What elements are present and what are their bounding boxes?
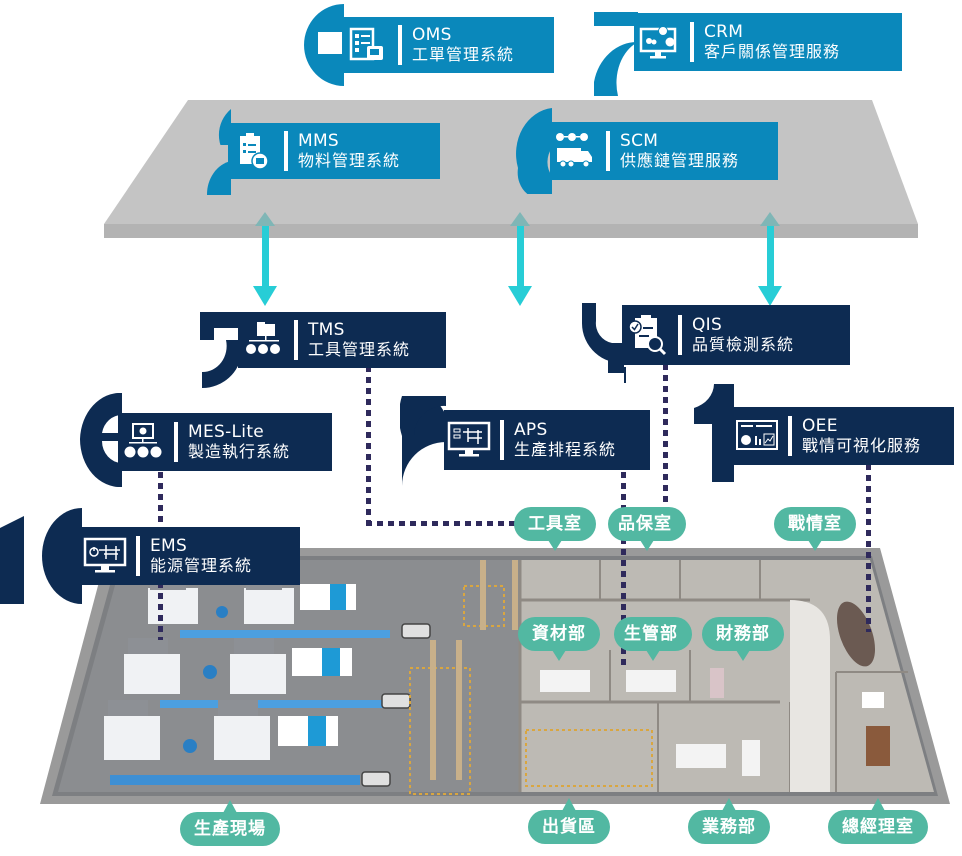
material-clipboard-icon — [228, 130, 278, 172]
system-code: QIS — [692, 315, 723, 336]
factory-floor — [40, 548, 950, 804]
card-tms[interactable]: TMS 工具管理系統 — [238, 312, 446, 368]
system-code: MMS — [298, 131, 340, 152]
location-label: 財務部 — [716, 624, 770, 644]
system-name: 生產排程系統 — [514, 439, 617, 459]
system-name: 戰情可視化服務 — [802, 435, 922, 455]
card-mes-lite[interactable]: MES-Lite 製造執行系統 — [118, 413, 332, 471]
card-crm[interactable]: CRM 客戶關係管理服務 — [634, 13, 902, 71]
divider — [788, 416, 792, 456]
oms-deco-shape — [304, 4, 344, 86]
location-label: 業務部 — [702, 817, 756, 837]
location-materials-dept[interactable]: 資材部 — [518, 617, 600, 661]
system-code: TMS — [308, 320, 345, 341]
tool-hierarchy-icon — [238, 319, 288, 361]
scheduling-monitor-icon — [444, 419, 494, 461]
qis-deco-shape — [582, 303, 626, 383]
aps-deco-shape — [400, 396, 446, 486]
location-label: 品保室 — [618, 514, 672, 534]
divider — [678, 315, 682, 355]
pointer — [871, 798, 885, 811]
location-qa-room[interactable]: 品保室 — [608, 507, 686, 551]
system-name: 供應鏈管理服務 — [620, 150, 740, 170]
card-aps[interactable]: APS 生產排程系統 — [444, 410, 650, 470]
pointer — [640, 540, 654, 551]
system-code: OMS — [412, 25, 452, 46]
card-qis[interactable]: QIS 品質檢測系統 — [622, 305, 850, 365]
location-shipping-area[interactable]: 出貨區 — [528, 798, 610, 844]
system-code: MES-Lite — [188, 422, 265, 443]
system-name: 物料管理系統 — [298, 150, 401, 170]
system-code: OEE — [802, 416, 838, 437]
location-tool-room[interactable]: 工具室 — [514, 507, 596, 551]
location-label: 總經理室 — [842, 817, 914, 837]
divider — [174, 422, 178, 462]
card-mms[interactable]: MMS 物料管理系統 — [228, 123, 440, 179]
system-name: 製造執行系統 — [188, 441, 291, 461]
integration-arrows — [253, 212, 782, 306]
system-name: 客戶關係管理服務 — [704, 41, 841, 61]
pointer — [562, 798, 576, 811]
system-code: SCM — [620, 131, 659, 152]
connector-qis-qaroom — [663, 364, 668, 524]
connector-aps-production — [621, 472, 626, 668]
card-oms[interactable]: OMS 工單管理系統 — [342, 17, 554, 73]
card-ems[interactable]: EMS 能源管理系統 — [80, 527, 300, 585]
pointer — [646, 650, 660, 661]
pointer — [223, 800, 237, 813]
divider — [136, 536, 140, 576]
location-war-room[interactable]: 戰情室 — [774, 507, 856, 551]
connector-tms-toolroom — [366, 366, 371, 526]
system-name: 工單管理系統 — [412, 44, 515, 64]
pointer — [552, 650, 566, 661]
location-label: 資材部 — [532, 624, 586, 644]
divider — [500, 420, 504, 460]
pointer — [808, 540, 822, 551]
divider — [606, 131, 610, 171]
card-scm[interactable]: SCM 供應鏈管理服務 — [550, 122, 778, 180]
divider — [690, 22, 694, 62]
scm-deco-shape — [516, 108, 552, 194]
location-label: 戰情室 — [788, 514, 842, 534]
pointer — [722, 798, 736, 811]
pointer — [736, 650, 750, 661]
manufacturing-execution-icon — [118, 421, 168, 463]
dashboard-icon — [732, 415, 782, 457]
divider — [398, 25, 402, 65]
tms-deco-shape — [200, 312, 242, 388]
ems-deco-shape — [0, 508, 82, 604]
connector-tms-toolroom-h — [366, 521, 516, 526]
mes-deco-shape — [80, 393, 122, 487]
energy-monitor-icon — [80, 535, 130, 577]
location-sales-dept[interactable]: 業務部 — [688, 798, 770, 844]
location-label: 生產現場 — [194, 819, 266, 839]
supply-truck-icon — [550, 130, 600, 172]
location-production-floor[interactable]: 生產現場 — [180, 800, 280, 846]
location-finance-dept[interactable]: 財務部 — [702, 617, 784, 661]
quality-inspection-icon — [622, 314, 672, 356]
location-label: 出貨區 — [542, 817, 596, 837]
system-code: APS — [514, 420, 548, 441]
location-gm-office[interactable]: 總經理室 — [828, 798, 928, 844]
connector-oee-warroom — [866, 464, 871, 632]
mms-deco-shape — [206, 109, 231, 195]
system-name: 能源管理系統 — [150, 555, 253, 575]
crm-deco-shape — [594, 12, 638, 96]
location-label: 生管部 — [624, 624, 678, 644]
system-name: 品質檢測系統 — [692, 334, 795, 354]
oee-deco-shape — [694, 384, 734, 482]
location-label: 工具室 — [528, 514, 582, 534]
pointer — [548, 540, 562, 551]
customer-network-icon — [634, 21, 684, 63]
work-order-icon — [342, 24, 392, 66]
divider — [284, 131, 288, 171]
system-code: CRM — [704, 22, 744, 43]
system-code: EMS — [150, 536, 188, 557]
card-oee[interactable]: OEE 戰情可視化服務 — [732, 407, 954, 465]
system-name: 工具管理系統 — [308, 339, 411, 359]
location-production-mgmt[interactable]: 生管部 — [614, 617, 692, 661]
divider — [294, 320, 298, 360]
